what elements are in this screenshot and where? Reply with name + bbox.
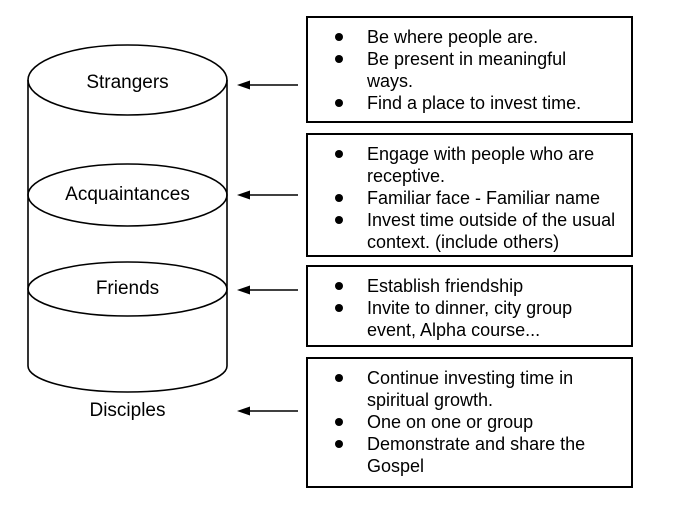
cylinder-label-disciples: Disciples xyxy=(89,400,166,421)
bullet-item: Establish friendship xyxy=(308,275,625,297)
bullet-item: One on one or group xyxy=(308,411,625,433)
bullet-item: Be where people are. xyxy=(308,26,625,48)
bullet-list: Be where people are. Be present in meani… xyxy=(308,26,625,114)
cylinder-ellipse-acquaintances xyxy=(27,163,228,227)
bullet-item: Invest time outside of the usual context… xyxy=(308,209,625,253)
cylinder-label-friends: Friends xyxy=(95,278,160,299)
bullet-list: Establish friendship Invite to dinner, c… xyxy=(308,275,625,341)
arrow-to-strangers xyxy=(237,80,298,90)
cylinder-label-strangers: Strangers xyxy=(86,72,169,93)
bullet-item: Familiar face - Familiar name xyxy=(308,187,625,209)
bullet-item: Invite to dinner, city group event, Alph… xyxy=(308,297,625,341)
notes-box-disciples: Continue investing time in spiritual gro… xyxy=(306,357,633,488)
cylinder-bottom-arc xyxy=(27,365,228,393)
arrow-to-disciples xyxy=(237,406,298,416)
cylinder-ellipse-friends xyxy=(27,261,228,317)
bullet-item: Continue investing time in spiritual gro… xyxy=(308,367,625,411)
notes-box-friends: Establish friendship Invite to dinner, c… xyxy=(306,265,633,347)
notes-box-strangers: Be where people are. Be present in meani… xyxy=(306,16,633,123)
notes-box-acquaintances: Engage with people who are receptive. Fa… xyxy=(306,133,633,257)
bullet-list: Continue investing time in spiritual gro… xyxy=(308,367,625,477)
bullet-item: Engage with people who are receptive. xyxy=(308,143,625,187)
bullet-list: Engage with people who are receptive. Fa… xyxy=(308,143,625,253)
bullet-item: Demonstrate and share the Gospel xyxy=(308,433,625,477)
cylinder-label-acquaintances: Acquaintances xyxy=(65,184,190,205)
cylinder-ellipse-strangers xyxy=(27,44,228,116)
arrow-to-acquaintances xyxy=(237,190,298,200)
arrow-to-friends xyxy=(237,285,298,295)
bullet-item: Be present in meaningful ways. xyxy=(308,48,625,92)
bullet-item: Find a place to invest time. xyxy=(308,92,625,114)
